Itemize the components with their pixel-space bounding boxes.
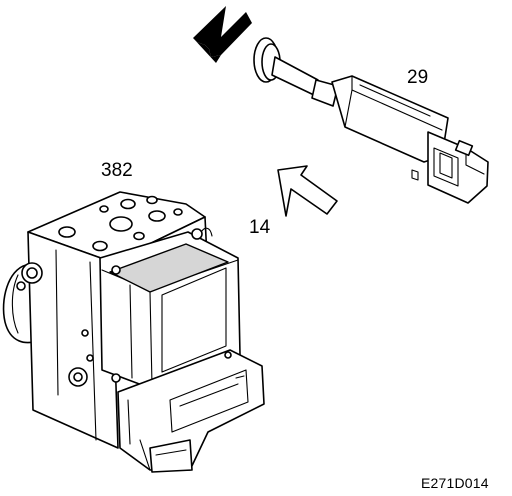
part-label-switch: 29: [407, 67, 429, 88]
part-label-direction: 14: [249, 217, 271, 238]
figure-reference: E271D014: [421, 475, 489, 491]
abs-unit: [2, 191, 265, 473]
brake-switch: [253, 37, 489, 204]
outline-arrow-icon: [277, 165, 338, 217]
filled-arrow-icon: [193, 6, 252, 63]
part-label-unit: 382: [101, 160, 133, 181]
